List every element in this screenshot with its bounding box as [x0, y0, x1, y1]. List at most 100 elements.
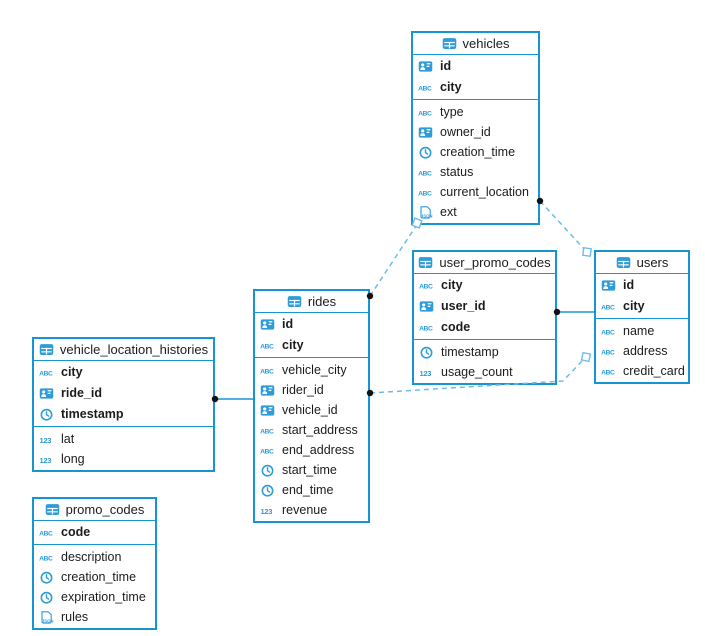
table-header-vehicles[interactable]: vehicles: [413, 33, 538, 55]
field-row-rides-start_time[interactable]: start_time: [255, 460, 368, 480]
number-type-icon: 123: [419, 364, 437, 380]
field-row-rides-vehicle_id[interactable]: vehicle_id: [255, 400, 368, 420]
id-type-icon: [39, 386, 57, 402]
field-label: type: [440, 104, 464, 119]
id-type-icon: [419, 299, 437, 315]
field-label: revenue: [282, 502, 328, 517]
svg-text:ABC: ABC: [39, 555, 53, 562]
field-row-promo_codes-expiration_time[interactable]: expiration_time: [34, 587, 155, 607]
relationship-vehicles-to-users[interactable]: [539, 200, 586, 251]
time-type-icon: [260, 462, 278, 478]
field-label: status: [440, 164, 474, 179]
table-header-promo_codes[interactable]: promo_codes: [34, 499, 155, 521]
primary-key-label: id: [623, 278, 635, 293]
id-type-icon: [260, 382, 278, 398]
text-type-icon: ABC: [260, 362, 278, 378]
field-row-user_promo_codes-user_id[interactable]: user_id: [414, 296, 555, 317]
field-label: start_time: [282, 462, 337, 477]
field-label: creation_time: [440, 144, 516, 159]
table-header-vehicle_location_histories[interactable]: vehicle_location_histories: [34, 339, 213, 361]
text-type-icon: ABC: [418, 164, 436, 180]
field-row-vehicles-creation_time[interactable]: creation_time: [413, 142, 538, 162]
field-row-vehicles-id[interactable]: id: [413, 56, 538, 77]
field-row-promo_codes-creation_time[interactable]: creation_time: [34, 567, 155, 587]
field-label: expiration_time: [61, 589, 146, 604]
text-type-icon: ABC: [418, 104, 436, 120]
field-row-vehicle_location_histories-timestamp[interactable]: timestamp: [34, 404, 213, 425]
field-label: long: [61, 451, 85, 466]
svg-text:123: 123: [420, 368, 432, 377]
field-label: rules: [61, 609, 89, 624]
field-label: end_time: [282, 482, 334, 497]
primary-key-label: city: [282, 338, 304, 353]
relationship-rides-to-vehicles[interactable]: [369, 225, 417, 297]
primary-key-label: city: [440, 80, 462, 95]
text-type-icon: ABC: [601, 299, 619, 315]
field-row-user_promo_codes-timestamp[interactable]: timestamp: [414, 342, 555, 362]
table-title: users: [636, 255, 669, 270]
table-icon: [39, 342, 55, 358]
field-label: rider_id: [282, 382, 324, 397]
field-row-rides-end_time[interactable]: end_time: [255, 480, 368, 500]
table-header-users[interactable]: users: [596, 252, 688, 274]
text-type-icon: ABC: [419, 278, 437, 294]
time-type-icon: [260, 482, 278, 498]
field-row-vehicles-type[interactable]: ABC type: [413, 102, 538, 122]
field-label: ext: [440, 204, 457, 219]
table-icon: [45, 502, 61, 518]
table-header-rides[interactable]: rides: [255, 291, 368, 313]
field-row-users-id[interactable]: id: [596, 275, 688, 296]
field-row-rides-rider_id[interactable]: rider_id: [255, 380, 368, 400]
field-label: vehicle_id: [282, 402, 338, 417]
id-type-icon: [260, 317, 278, 333]
id-type-icon: [418, 59, 436, 75]
text-type-icon: ABC: [419, 320, 437, 336]
field-row-vehicle_location_histories-ride_id[interactable]: ride_id: [34, 383, 213, 404]
field-row-vehicles-status[interactable]: ABC status: [413, 162, 538, 182]
relationship-square-endpoint: [581, 246, 593, 258]
table-header-user_promo_codes[interactable]: user_promo_codes: [414, 252, 555, 274]
svg-text:JSON: JSON: [421, 213, 433, 218]
text-type-icon: ABC: [601, 323, 619, 339]
field-label: current_location: [440, 184, 529, 199]
field-row-vehicles-owner_id[interactable]: owner_id: [413, 122, 538, 142]
svg-text:ABC: ABC: [601, 349, 615, 356]
table-title: user_promo_codes: [439, 255, 551, 270]
svg-text:ABC: ABC: [418, 110, 432, 117]
field-row-vehicles-ext[interactable]: JSON ext: [413, 202, 538, 222]
id-type-icon: [601, 278, 619, 294]
field-row-rides-id[interactable]: id: [255, 314, 368, 335]
